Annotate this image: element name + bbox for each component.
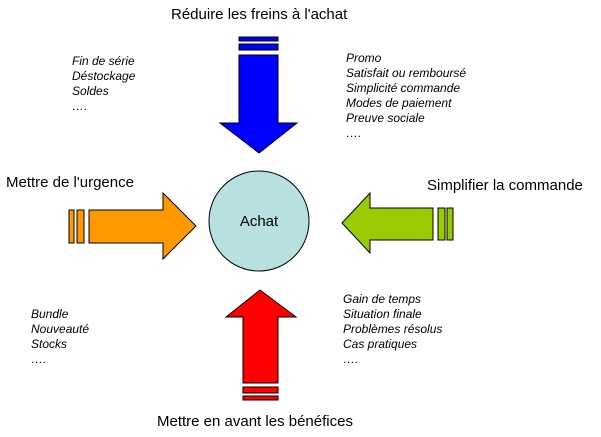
list-item: Modes de paiement bbox=[346, 96, 452, 110]
list-item: Bundle bbox=[31, 307, 69, 321]
blue-down-arrow bbox=[218, 36, 299, 154]
list-item: Déstockage bbox=[72, 69, 136, 83]
list-item: Simplicité commande bbox=[346, 81, 461, 95]
list-item: Cas pratiques bbox=[343, 337, 418, 351]
top-right-list: Promo Satisfait ou remboursé Simplicité … bbox=[346, 51, 466, 141]
list-item: …. bbox=[31, 352, 47, 366]
list-item: Gain de temps bbox=[343, 292, 422, 306]
list-item: Soldes bbox=[72, 84, 109, 98]
orange-right-arrow bbox=[68, 191, 197, 261]
red-up-arrow bbox=[224, 289, 298, 401]
list-item: Situation finale bbox=[343, 307, 422, 321]
bottom-left-list: Bundle Nouveauté Stocks …. bbox=[31, 307, 89, 367]
achat-circle bbox=[208, 170, 310, 272]
list-item: …. bbox=[346, 126, 362, 140]
center-label: Achat bbox=[239, 212, 279, 230]
list-item: Preuve sociale bbox=[346, 111, 425, 125]
list-item: Satisfait ou remboursé bbox=[346, 66, 467, 80]
list-item: …. bbox=[72, 99, 88, 113]
bottom-right-list: Gain de temps Situation finale Problèmes… bbox=[343, 292, 442, 367]
left-top-list: Fin de série Déstockage Soldes …. bbox=[72, 54, 135, 114]
green-left-arrow bbox=[341, 191, 454, 255]
right-title: Simplifier la commande bbox=[427, 177, 583, 194]
list-item: Nouveauté bbox=[31, 322, 90, 336]
list-item: Fin de série bbox=[72, 54, 135, 68]
left-title: Mettre de l'urgence bbox=[6, 174, 134, 191]
list-item: Stocks bbox=[31, 337, 68, 351]
list-item: Promo bbox=[346, 51, 382, 65]
top-title: Réduire les freins à l'achat bbox=[171, 6, 348, 23]
list-item: Problèmes résolus bbox=[343, 322, 443, 336]
list-item: …. bbox=[343, 352, 359, 366]
bottom-title: Mettre en avant les bénéfices bbox=[157, 413, 353, 430]
